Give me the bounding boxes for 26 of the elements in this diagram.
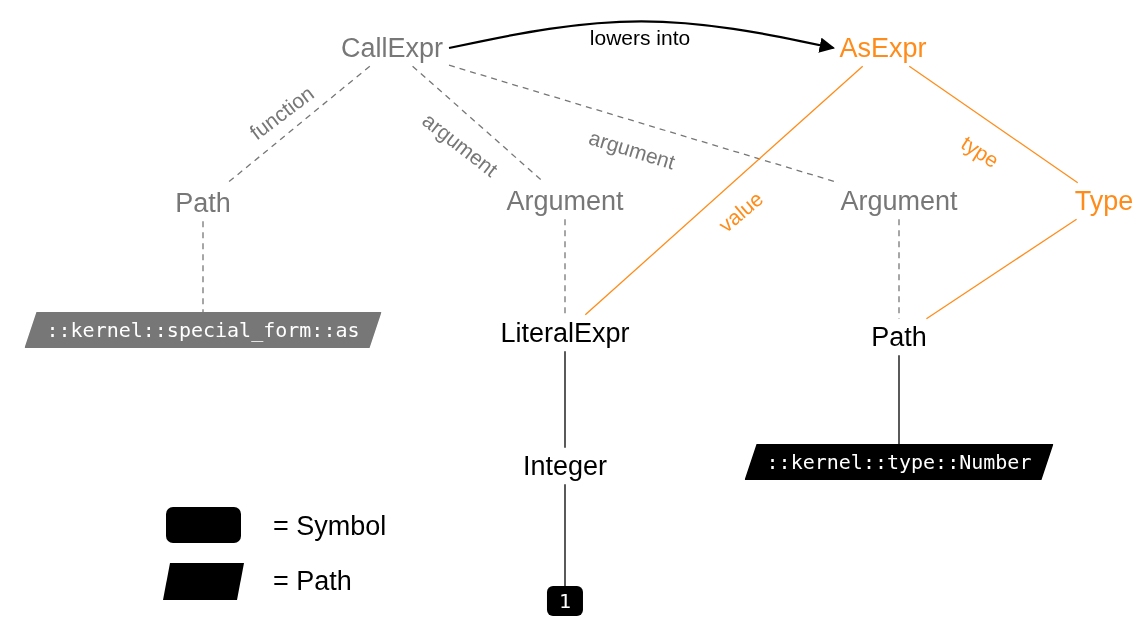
syntax-node-label: Type	[1068, 182, 1140, 220]
syntax-node-label: AsExpr	[833, 29, 933, 67]
syntax-node-label: Path	[169, 184, 237, 222]
connector-line	[564, 218, 566, 316]
connector-line	[564, 483, 566, 587]
connector-line	[584, 65, 864, 316]
syntax-node-label: CallExpr	[335, 29, 449, 67]
arrow	[448, 20, 835, 53]
connector-line	[898, 218, 900, 320]
edge-label: type	[956, 131, 1004, 173]
syntax-node-label: Integer	[516, 447, 614, 485]
legend-text: = Path	[273, 565, 352, 597]
syntax-node-label: LiteralExpr	[494, 314, 636, 352]
edge-label: lowers into	[589, 26, 691, 50]
path-node: ::kernel::special_form::as	[24, 312, 382, 348]
syntax-node-label: Path	[865, 318, 933, 356]
symbol-node: 1	[547, 586, 583, 616]
connector-line	[202, 220, 204, 313]
connector-line	[908, 65, 1079, 184]
connector-line	[898, 354, 900, 445]
syntax-node-label: Argument	[834, 182, 964, 220]
legend-text: = Symbol	[273, 510, 387, 542]
connector-line	[925, 218, 1078, 320]
path-node: ::kernel::type::Number	[744, 444, 1054, 480]
syntax-node-label: Argument	[500, 182, 630, 220]
connector-line	[564, 350, 566, 449]
